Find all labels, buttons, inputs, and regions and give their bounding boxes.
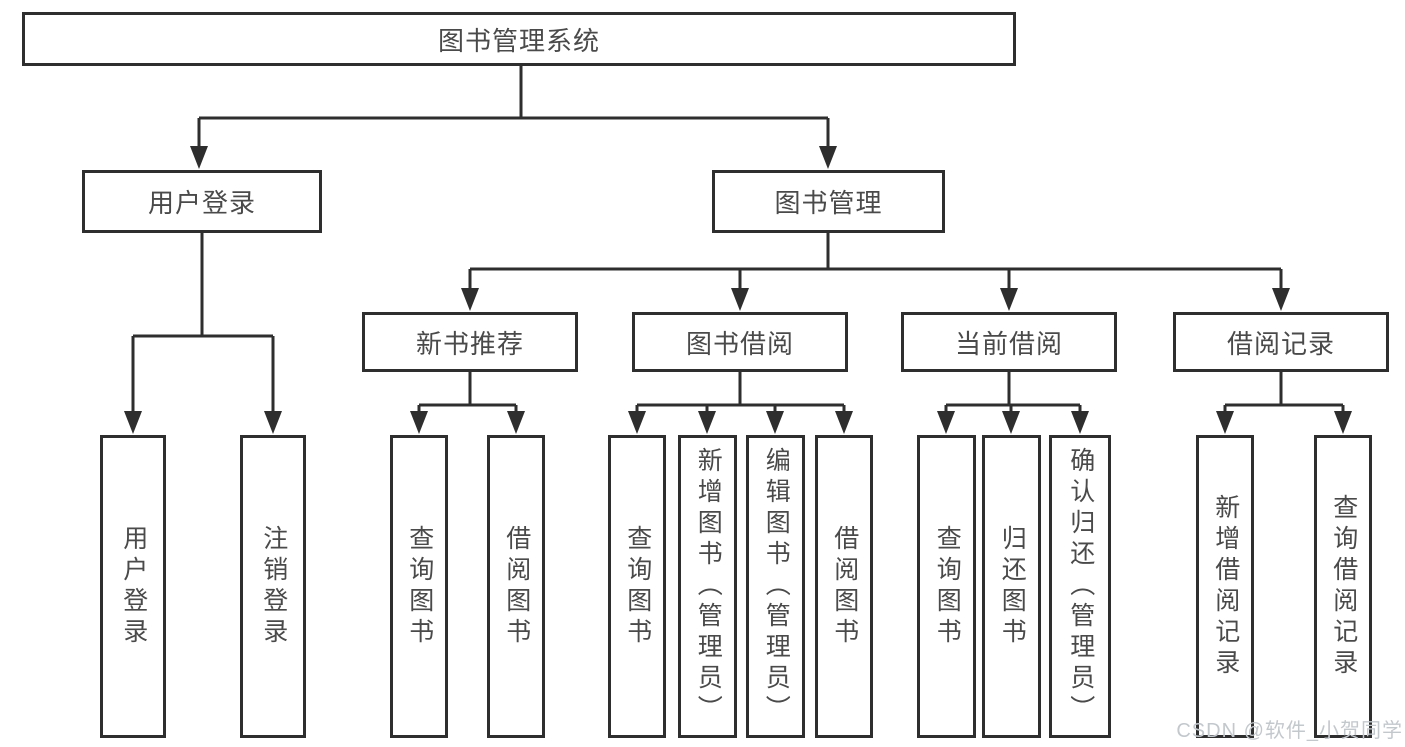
leaf-borrow-book-label: 借阅图书 (830, 524, 859, 649)
connector-login-to-leaves (124, 233, 282, 434)
leaf-add-borrow-record: 新增借阅记录 (1196, 435, 1254, 738)
node-borrow-records-label: 借阅记录 (1226, 328, 1335, 359)
leaf-add-book-admin-label: 新增图书（管理员） (694, 447, 723, 726)
csdn-watermark: CSDN @软件_小贺同学 (1176, 720, 1403, 742)
node-root-system: 图书管理系统 (22, 12, 1016, 66)
connector-borrow-to-leaves (628, 372, 853, 434)
node-new-book-recommend-label: 新书推荐 (415, 328, 524, 359)
leaf-query-books-borrow: 查询图书 (608, 435, 666, 738)
leaf-logout: 注销登录 (240, 435, 306, 738)
node-current-borrow-label: 当前借阅 (954, 328, 1063, 359)
node-book-management: 图书管理 (712, 170, 945, 233)
node-user-login-label: 用户登录 (147, 188, 256, 218)
leaf-confirm-return-admin-label: 确认归还（管理员） (1066, 447, 1095, 726)
leaf-borrow-books-recommend-label: 借阅图书 (502, 524, 531, 649)
leaf-add-book-admin: 新增图书（管理员） (678, 435, 737, 738)
leaf-return-book-label: 归还图书 (998, 524, 1027, 649)
node-borrow-records: 借阅记录 (1173, 312, 1389, 372)
leaf-edit-book-admin: 编辑图书（管理员） (746, 435, 805, 738)
leaf-query-books-current-label: 查询图书 (933, 524, 962, 649)
node-book-management-label: 图书管理 (774, 188, 883, 218)
leaf-return-book: 归还图书 (982, 435, 1041, 738)
node-new-book-recommend: 新书推荐 (362, 312, 578, 372)
leaf-query-books-recommend-label: 查询图书 (405, 524, 434, 649)
connector-recommend-to-leaves (410, 372, 525, 434)
connector-root-to-level2 (190, 66, 837, 169)
leaf-logout-label: 注销登录 (259, 524, 288, 649)
leaf-query-books-current: 查询图书 (917, 435, 976, 738)
leaf-confirm-return-admin: 确认归还（管理员） (1049, 435, 1111, 738)
leaf-edit-book-admin-label: 编辑图书（管理员） (762, 447, 791, 726)
leaf-user-login-label: 用户登录 (119, 524, 148, 649)
leaf-borrow-books-recommend: 借阅图书 (487, 435, 545, 738)
connector-records-to-leaves (1216, 372, 1352, 434)
connector-current-to-leaves (937, 372, 1089, 434)
leaf-query-borrow-record: 查询借阅记录 (1314, 435, 1372, 738)
node-book-borrow-label: 图书借阅 (685, 328, 794, 359)
leaf-query-books-recommend: 查询图书 (390, 435, 448, 738)
node-current-borrow: 当前借阅 (901, 312, 1117, 372)
connector-manage-to-level3 (461, 233, 1290, 311)
leaf-add-borrow-record-label: 新增借阅记录 (1211, 493, 1240, 680)
leaf-query-books-borrow-label: 查询图书 (623, 524, 652, 649)
leaf-user-login: 用户登录 (100, 435, 166, 738)
node-root-label: 图书管理系统 (437, 25, 600, 56)
leaf-borrow-book: 借阅图书 (815, 435, 873, 738)
node-book-borrow: 图书借阅 (632, 312, 848, 372)
leaf-query-borrow-record-label: 查询借阅记录 (1329, 493, 1358, 680)
node-user-login: 用户登录 (82, 170, 322, 233)
